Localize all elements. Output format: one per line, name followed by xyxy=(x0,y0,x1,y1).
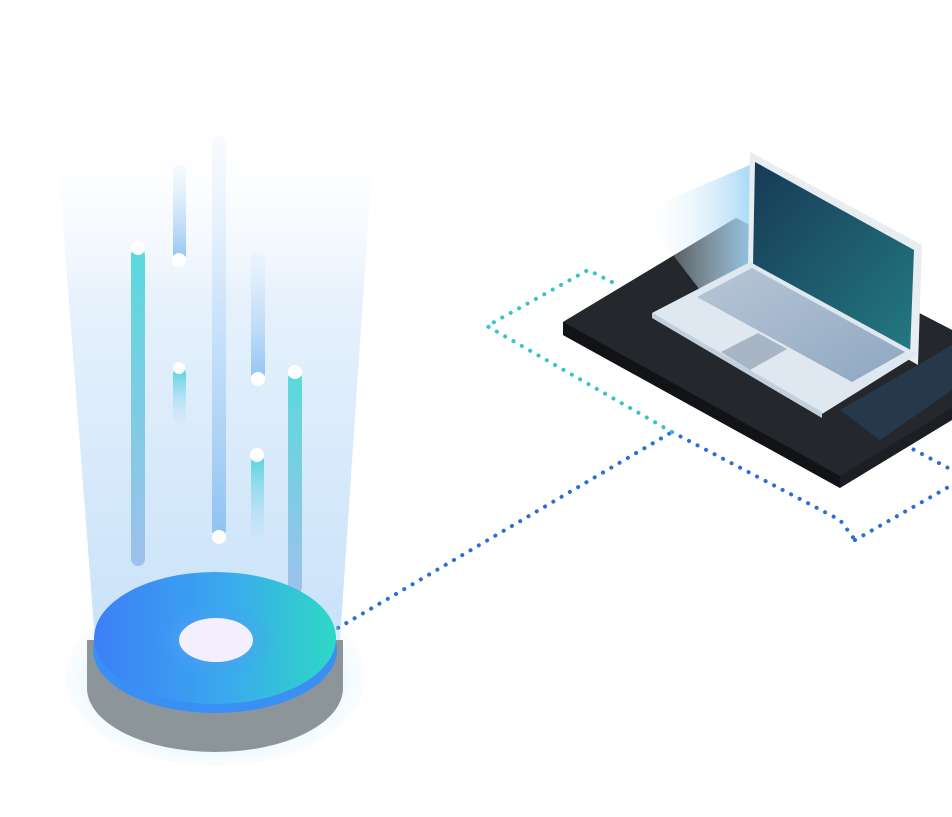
disk-icon xyxy=(65,572,365,766)
data-streams xyxy=(131,135,302,594)
laptop-icon xyxy=(640,152,952,440)
dotted-connection-icon xyxy=(336,267,952,630)
